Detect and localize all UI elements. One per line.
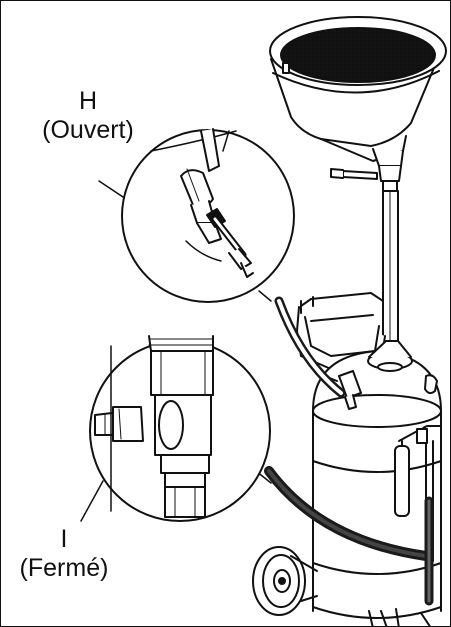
funnel: [269, 16, 447, 167]
level-tube: [394, 425, 442, 562]
base: [368, 608, 431, 626]
vertical-pipe: [382, 190, 399, 347]
detail-circle-h: [98, 128, 295, 303]
callout-label-i: I (Fermé): [5, 525, 123, 583]
tank: [312, 340, 442, 619]
hoses: [264, 296, 434, 606]
callout-letter-i: I: [60, 525, 68, 553]
callout-state-i: (Fermé): [19, 554, 109, 582]
wheel: [252, 546, 318, 616]
funnel-tap: [330, 165, 402, 192]
callout-state-h: (Ouvert): [42, 116, 134, 144]
callout-label-h: H (Ouvert): [29, 87, 147, 145]
detail-circle-i: [80, 335, 272, 522]
callout-letter-h: H: [78, 87, 98, 115]
